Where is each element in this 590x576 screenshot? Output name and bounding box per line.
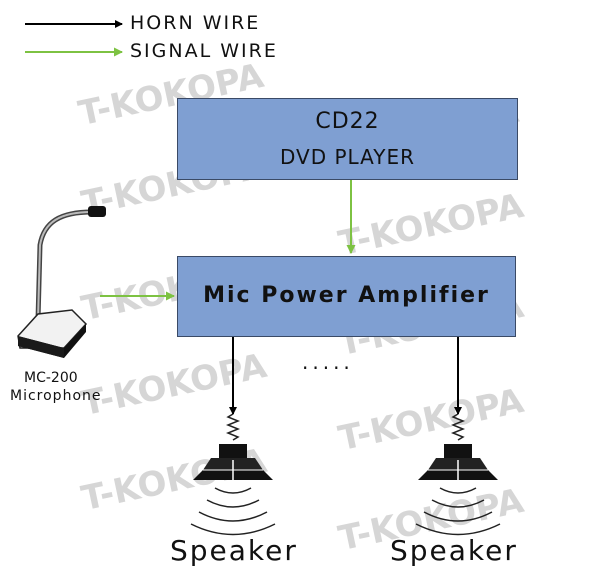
right-speaker-label: Speaker — [390, 534, 518, 567]
amplifier-box: Mic Power Amplifier — [177, 256, 516, 337]
dvd-player-name: DVD PLAYER — [279, 145, 416, 169]
dvd-player-model: CD22 — [315, 109, 380, 134]
legend-signal-wire-label: SIGNAL WIRE — [130, 40, 278, 62]
more-outputs-ellipsis: ..... — [302, 350, 354, 374]
legend-horn-wire-label: HORN WIRE — [130, 12, 261, 34]
speaker-icon — [190, 413, 276, 536]
amplifier-name: Mic Power Amplifier — [203, 283, 490, 308]
microphone-name: Microphone — [10, 388, 102, 404]
microphone-icon — [17, 206, 106, 358]
dvd-player-box: CD22 DVD PLAYER — [177, 98, 518, 180]
speaker-icon — [415, 413, 501, 536]
left-speaker-label: Speaker — [170, 534, 298, 567]
microphone-model: MC-200 — [24, 370, 78, 386]
